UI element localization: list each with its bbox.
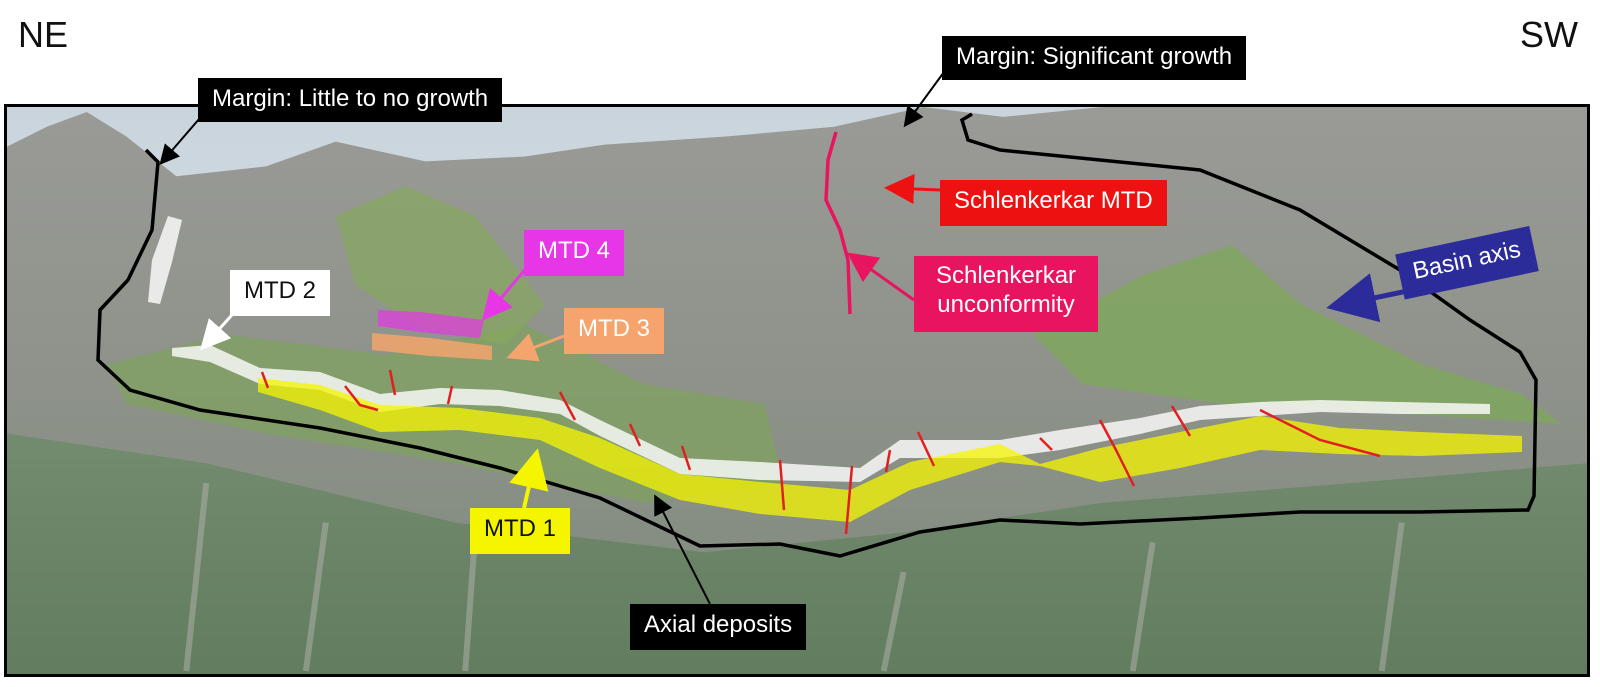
mtd2-label: MTD 2 (230, 270, 330, 316)
schlenkerkar-unconformity-label-line1: Schlenkerkar (935, 262, 1077, 289)
axial-deposits-label: Axial deposits (630, 604, 807, 650)
margin-little-growth-label: Margin: Little to no growth (198, 78, 503, 122)
mountain-photo (4, 104, 1590, 677)
mtd1-label: MTD 1 (470, 508, 570, 554)
margin-significant-growth-label: Margin: Significant growth (942, 36, 1247, 80)
ne-orientation-label: NE (18, 14, 69, 55)
schlenkerkar-mtd-label: Schlenkerkar MTD (940, 180, 1167, 226)
mtd4-label: MTD 4 (524, 230, 624, 276)
mtd3-label: MTD 3 (564, 308, 664, 354)
schlenkerkar-unconformity-label-line2: unconformity (937, 290, 1075, 318)
schlenkerkar-unconformity-label: Schlenkerkar unconformity (914, 256, 1098, 332)
mountain-photo-drawing (7, 107, 1587, 674)
scree-streaks (183, 482, 1405, 672)
sw-orientation-label: SW (1520, 14, 1578, 55)
